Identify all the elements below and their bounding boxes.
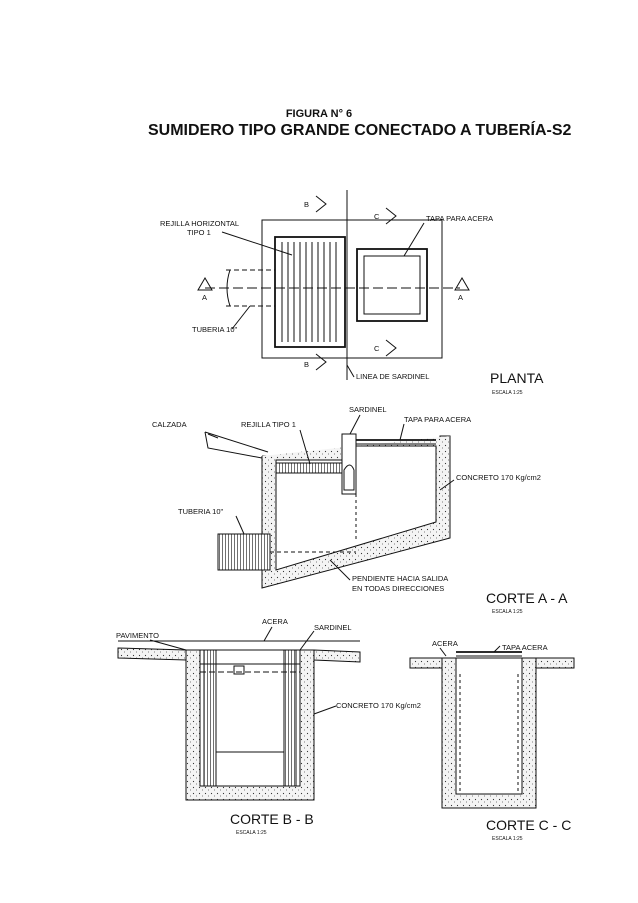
figure-label: FIGURA N° 6	[285, 108, 353, 120]
corte-bb-view: ACERA PAVIMENTO SARDINEL CONCRETO 170 Kg…	[116, 617, 421, 836]
label-tuberia: TUBERIA 10"	[192, 325, 238, 334]
label-tapa-para-acera: TAPA PARA ACERA	[426, 214, 493, 223]
label-concreto-bb: CONCRETO 170 Kg/cm2	[336, 701, 421, 710]
label-linea-sardinel: LINEA DE SARDINEL	[356, 372, 429, 381]
label-pendiente-1: PENDIENTE HACIA SALIDA	[352, 574, 448, 583]
corte-cc-scale: ESCALA 1:25	[492, 836, 523, 842]
cut-a-left: A	[202, 293, 207, 302]
label-pavimento: PAVIMENTO	[116, 631, 159, 640]
cut-a-right: A	[458, 293, 463, 302]
label-acera-bb: ACERA	[262, 617, 288, 626]
cut-c-bottom: C	[374, 344, 380, 353]
corte-aa-scale: ESCALA 1:25	[492, 609, 523, 615]
corte-aa-title: CORTE A - A	[486, 590, 568, 606]
corte-bb-title: CORTE B - B	[230, 811, 314, 827]
label-calzada: CALZADA	[152, 420, 187, 429]
label-tuberia-aa: TUBERIA 10"	[178, 507, 224, 516]
planta-scale: ESCALA 1:25	[492, 390, 523, 396]
cut-b-bottom: B	[304, 360, 309, 369]
label-rejilla-tipo-1: REJILLA TIPO 1	[241, 420, 296, 429]
corte-cc-view: ACERA TAPA ACERA CORTE C - C ESCALA 1:25	[409, 639, 575, 842]
figure-title: SUMIDERO TIPO GRANDE CONECTADO A TUBERÍA…	[148, 122, 572, 139]
label-sardinel-bb: SARDINEL	[314, 623, 352, 632]
aa-pipe	[217, 533, 271, 571]
label-tapa-acera: TAPA ACERA	[502, 643, 548, 652]
label-acera-cc: ACERA	[432, 639, 458, 648]
planta-cover-outer	[356, 248, 428, 322]
planta-view: A A B B C C REJILLA HORIZONTAL TIPO 1 TA…	[160, 190, 544, 396]
label-concreto-aa: CONCRETO 170 Kg/cm2	[456, 473, 541, 482]
label-rejilla-horizontal: REJILLA HORIZONTAL	[160, 219, 239, 228]
planta-grate	[274, 236, 346, 348]
label-sardinel-aa: SARDINEL	[349, 405, 387, 414]
cut-c-top: C	[374, 212, 380, 221]
aa-grate	[275, 462, 343, 474]
corte-bb-scale: ESCALA 1:25	[236, 830, 267, 836]
grate-bars	[281, 242, 337, 342]
label-pendiente-2: EN TODAS DIRECCIONES	[352, 584, 444, 593]
planta-cover-inner	[363, 255, 421, 315]
label-rejilla-tipo: TIPO 1	[187, 228, 211, 237]
corte-cc-title: CORTE C - C	[486, 817, 571, 833]
planta-title: PLANTA	[490, 370, 544, 386]
corte-aa-view: CALZADA REJILLA TIPO 1 SARDINEL TAPA PAR…	[152, 405, 568, 615]
label-tapa-para-acera-aa: TAPA PARA ACERA	[404, 415, 471, 424]
cut-b-top: B	[304, 200, 309, 209]
planta-outer-slab	[261, 219, 443, 359]
